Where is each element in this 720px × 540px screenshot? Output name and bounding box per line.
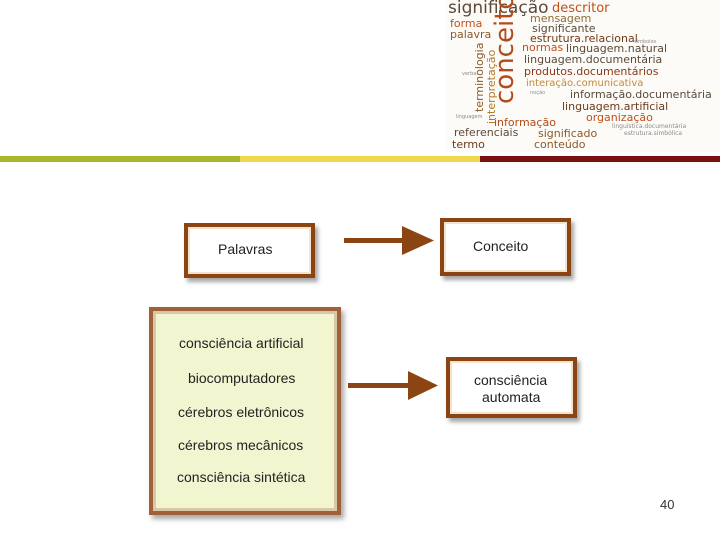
concept-box-label: Conceito — [473, 238, 529, 254]
words-box: Palavras — [184, 223, 315, 278]
list-item: consciência sintética — [177, 469, 306, 485]
header-stripe-yellow — [240, 156, 480, 162]
terms-list-box: consciência artificial biocomputadores c… — [149, 307, 341, 515]
list-item: consciência artificial — [179, 335, 304, 351]
cloud-word: linguagem — [456, 114, 483, 120]
cloud-word: interpretação — [485, 49, 498, 124]
cloud-word: linguagem.documentária — [524, 53, 663, 66]
words-box-label: Palavras — [218, 241, 273, 257]
cloud-word: produtos.documentários — [524, 65, 659, 78]
header-stripe-green — [0, 156, 240, 162]
list-item: cérebros mecânicos — [178, 437, 304, 453]
cloud-word: linguagem.artificial — [562, 100, 669, 113]
page-number: 40 — [660, 497, 675, 512]
cloud-word: significante — [532, 22, 596, 35]
cloud-word: mensagem — [530, 12, 592, 25]
cloud-word: interação.comunicativa — [526, 78, 644, 89]
cloud-word: significado — [538, 127, 598, 140]
cloud-word: informação.documentária — [570, 88, 712, 101]
automata-box-line1: consciência — [474, 372, 548, 388]
concept-box: Conceito — [440, 218, 571, 276]
bottom-arrow — [348, 371, 438, 400]
cloud-word: verbal — [462, 71, 478, 77]
cloud-word: noção — [530, 90, 546, 96]
cloud-word: terminologia — [473, 42, 486, 112]
list-item: cérebros eletrônicos — [178, 404, 305, 420]
automata-box-line2: automata — [482, 389, 541, 405]
cloud-word: organização — [586, 111, 653, 124]
list-item: biocomputadores — [188, 370, 296, 386]
cloud-word: descritor — [552, 1, 610, 16]
cloud-word: estrutura.simbólica — [624, 130, 683, 137]
cloud-word: conteúdo — [534, 138, 586, 151]
cloud-word: informação — [494, 116, 556, 129]
cloud-word: termo — [452, 138, 485, 151]
cloud-word: linguística.documentária — [612, 123, 687, 130]
cloud-word: referenciais — [454, 126, 519, 139]
word-cloud-image: significação descritor mensagem forma si… — [446, 0, 720, 152]
cloud-word: forma — [450, 17, 483, 30]
automata-box: consciência automata — [446, 357, 577, 418]
cloud-word: linguagem.natural — [566, 42, 668, 55]
header-stripe-red — [480, 156, 720, 162]
cloud-word: símbolos — [634, 39, 657, 45]
cloud-word: palavra — [450, 28, 492, 41]
cloud-word: normas — [522, 41, 564, 54]
cloud-word: estrutura.relacional — [530, 32, 638, 45]
top-arrow — [344, 226, 434, 255]
cloud-word: significação — [448, 0, 549, 18]
